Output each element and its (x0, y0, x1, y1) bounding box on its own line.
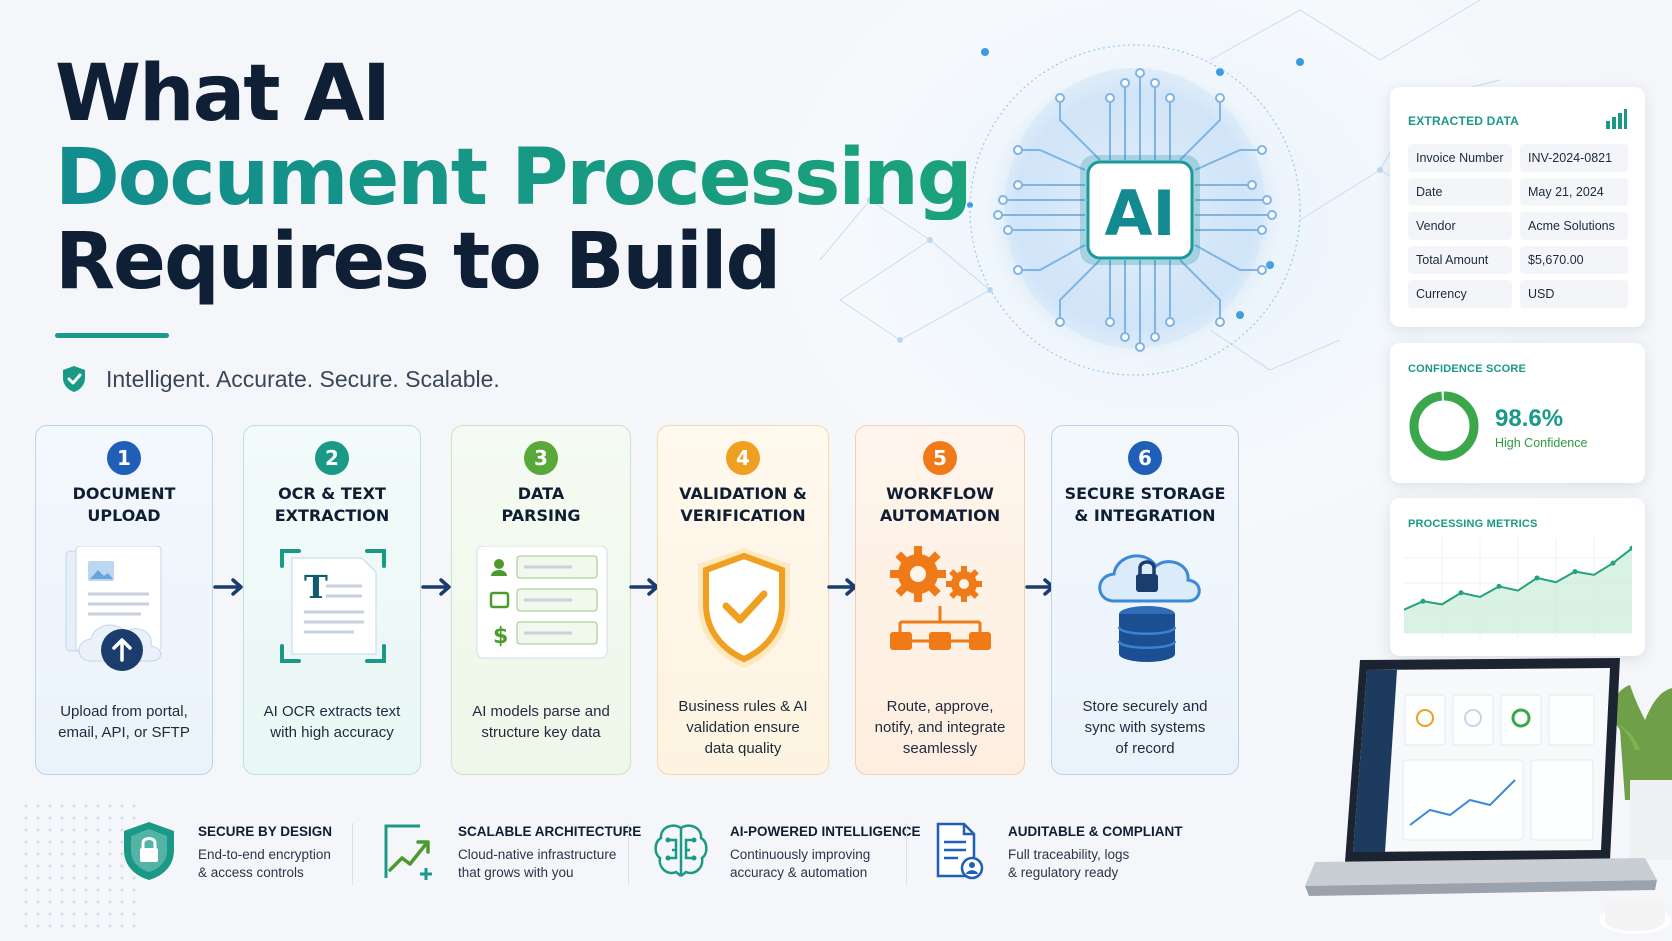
title-underline (55, 333, 169, 338)
divider (628, 823, 629, 885)
ai-brain-illustration: AI (969, 44, 1301, 376)
card-title: EXTRACTED DATA (1408, 114, 1520, 128)
dot-pattern (20, 800, 140, 930)
svg-text:T: T (304, 568, 328, 606)
step-title: SECURE STORAGE& INTEGRATION (1064, 484, 1226, 525)
metrics-line-chart (1404, 538, 1632, 638)
step-number: 2 (315, 441, 349, 475)
step-number: 6 (1128, 441, 1162, 475)
ai-chip-label: AI (1104, 177, 1175, 250)
feature-title: AUDITABLE & COMPLIANT (1008, 824, 1183, 839)
metric-point (1496, 583, 1502, 589)
cloud-database-icon (1098, 554, 1201, 662)
feature-description: Full traceability, logs& regulatory read… (1008, 847, 1130, 880)
feature-auditable-compliant: AUDITABLE & COMPLIANT Full traceability,… (930, 815, 1190, 893)
card-title: PROCESSING METRICS (1408, 518, 1538, 530)
laptop-dashboard-illustration (1305, 658, 1672, 934)
divider (906, 823, 907, 885)
step-number: 4 (726, 441, 760, 475)
title-line-1: What AI (55, 49, 391, 139)
bar-chart-icon (1606, 109, 1627, 129)
step-title: VALIDATION &VERIFICATION (679, 484, 807, 525)
document-upload-icon (65, 546, 162, 671)
title-line-3: Requires to Build (55, 217, 781, 307)
metric-point (1629, 545, 1632, 551)
data-form-icon: $ (476, 546, 608, 659)
tagline-text: Intelligent. Accurate. Secure. Scalable. (106, 365, 500, 392)
audit-document-icon (936, 822, 984, 880)
step-number: 5 (923, 441, 957, 475)
brain-icon (654, 824, 708, 877)
feature-title: SECURE BY DESIGN (198, 824, 333, 839)
feature-secure-by-design: SECURE BY DESIGN End-to-end encryption& … (120, 815, 350, 893)
shield-lock-icon (124, 822, 174, 880)
title-line-2: Document Processing (55, 133, 973, 223)
confidence-score-card: CONFIDENCE SCORE 98.6% High Confidence (1390, 343, 1645, 483)
confidence-gauge (1409, 391, 1479, 461)
processing-metrics-card: PROCESSING METRICS (1390, 498, 1645, 656)
divider (352, 823, 353, 885)
svg-text:$: $ (493, 624, 508, 649)
step-validation: 4 VALIDATION &VERIFICATION Business rule… (657, 425, 829, 775)
step-description: Upload from portal,email, API, or SFTP (58, 703, 190, 741)
arrow-right-icon (213, 578, 243, 596)
feature-description: End-to-end encryption& access controls (198, 847, 331, 880)
metric-point (1610, 560, 1616, 566)
feature-ai-intelligence: AI-POWERED INTELLIGENCE Continuously imp… (652, 815, 921, 893)
ocr-scan-icon: T (280, 549, 386, 663)
confidence-value: 98.6% (1495, 405, 1564, 432)
step-number: 1 (107, 441, 141, 475)
step-secure-storage: 6 SECURE STORAGE& INTEGRATION Store secu… (1051, 425, 1239, 775)
gears-workflow-icon (890, 546, 991, 650)
metric-point (1572, 569, 1578, 575)
card-title: CONFIDENCE SCORE (1408, 363, 1527, 375)
page-title: What AI Document Processing Requires to … (55, 49, 973, 307)
feature-bar: SECURE BY DESIGN End-to-end encryption& … (120, 815, 1200, 893)
metric-point (1534, 575, 1540, 581)
arrow-right-icon (421, 578, 451, 596)
feature-scalable-architecture: SCALABLE ARCHITECTURE Cloud-native infra… (380, 815, 641, 893)
metric-point (1420, 598, 1426, 604)
growth-chart-icon (384, 824, 432, 880)
metric-point (1458, 590, 1464, 596)
data-row-total: Total Amount$5,670.00 (1408, 246, 1630, 274)
feature-title: SCALABLE ARCHITECTURE (458, 824, 642, 839)
step-number: 3 (524, 441, 558, 475)
shield-check-icon (63, 366, 85, 392)
shield-check-icon (698, 548, 790, 668)
feature-title: AI-POWERED INTELLIGENCE (730, 824, 921, 839)
tagline: Intelligent. Accurate. Secure. Scalable. (62, 365, 500, 393)
confidence-label: High Confidence (1495, 436, 1588, 450)
